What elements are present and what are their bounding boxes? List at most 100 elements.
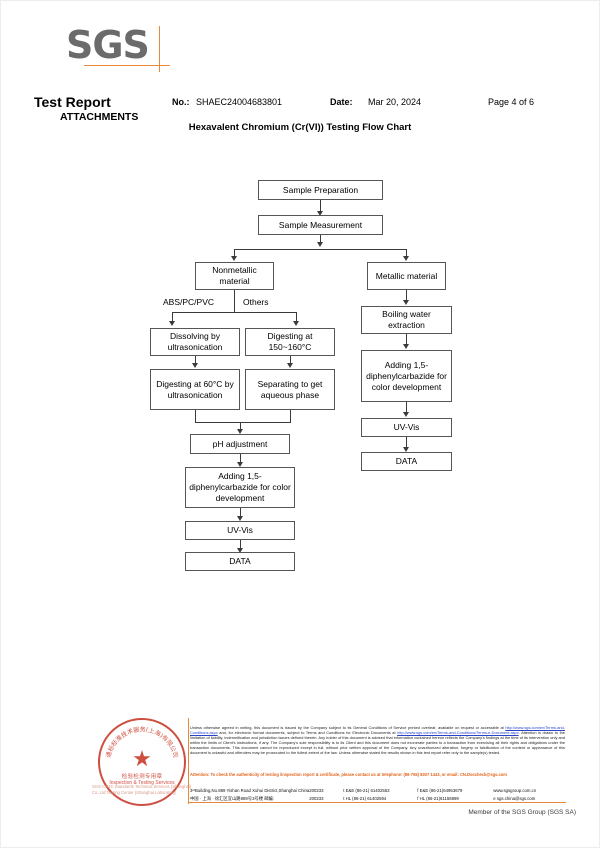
disclaimer-part-3: . Attention is drawn to the limitation o…: [190, 729, 565, 755]
logo-vertical-rule: [159, 26, 160, 72]
arrow-to-nonmetallic: [231, 256, 237, 261]
stamp-star-icon: ★: [132, 746, 152, 771]
arrow-uvvis-left-down: [237, 548, 243, 553]
footer-vertical-rule: [188, 718, 189, 804]
node-adding-dpc-left: Adding 1,5-diphenylcarbazide for color d…: [185, 467, 295, 508]
disclaimer-text: Unless otherwise agreed in writing, this…: [190, 725, 565, 755]
postcode-cn-value: 200233: [309, 795, 324, 801]
node-data-right: DATA: [361, 452, 452, 471]
edge-label-others: Others: [243, 297, 269, 307]
stamp-cn-text: 检验检测专用章: [121, 774, 163, 780]
edge-boiling-down: [406, 334, 407, 346]
website: www.sgsgroup.com.cn: [493, 788, 537, 793]
arrow-to-dissolving: [169, 321, 175, 326]
report-date-label: Date:: [330, 97, 353, 107]
address-row-en: 3ʳᵈBuilding,No.889 Yishan Road Xuhui Dis…: [190, 787, 570, 795]
address-cn: 中国 · 上海 · 徐汇区宜山路889号3号楼 邮编:: [190, 795, 309, 803]
node-adding-dpc-right: Adding 1,5-diphenylcarbazide for color d…: [361, 350, 452, 402]
arrow-uvvis-right-down: [403, 447, 409, 452]
address-row-cn: 中国 · 上海 · 徐汇区宜山路889号3号楼 邮编: 200233 t HL …: [190, 795, 570, 803]
e-document-terms-link[interactable]: http://www.sgs.com/en/Terms-and-Conditio…: [397, 729, 519, 735]
edge-dpc-right-down: [406, 402, 407, 414]
split-left-drop: [234, 249, 235, 258]
postcode-en: 200233: [309, 788, 324, 793]
node-data-left: DATA: [185, 552, 295, 571]
edge-uvvis-left-down: [240, 540, 241, 550]
arrow-boiling-down: [403, 344, 409, 349]
edge-label-abs-pc-pvc: ABS/PC/PVC: [163, 297, 215, 307]
node-ph-adjustment: pH adjustment: [190, 434, 290, 454]
edge-nonmetallic-down: [234, 290, 235, 312]
edge-dpc-left-down: [240, 508, 241, 518]
fax-ee: f E&E (86-21)64953679: [417, 788, 463, 793]
arrow-measure-down: [317, 242, 323, 247]
tel-hl: t HL (86-21) 61402594: [343, 795, 387, 801]
report-no-value: SHAEC24004683801: [196, 97, 283, 107]
edge-prep-to-measure: [320, 200, 321, 213]
page-title: Test Report: [34, 94, 111, 110]
split-bar-top: [234, 249, 406, 250]
node-nonmetallic-material: Nonmetallic material: [195, 262, 274, 290]
node-sample-measurement: Sample Measurement: [258, 215, 383, 235]
arrow-to-ph-adjustment: [237, 429, 243, 434]
node-boiling-water-extraction: Boiling water extraction: [361, 306, 452, 334]
node-metallic-material: Metallic material: [367, 262, 446, 290]
edge-ph-down: [240, 454, 241, 464]
edge-metallic-down: [406, 290, 407, 302]
disclaimer-part-1: Unless otherwise agreed in writing, this…: [190, 725, 506, 730]
address-cn-text: 中国 · 上海 · 徐汇区宜山路889号3号楼: [190, 795, 264, 801]
company-seal-stamp: 通标标准技术服务(上海)有限公司 ★ 检验检测专用章 Inspection & …: [98, 718, 186, 806]
arrow-ph-down: [237, 462, 243, 467]
tel-ee: t E&E (86-21) 61402553: [343, 788, 390, 793]
arrow-metallic-down: [403, 300, 409, 305]
node-sample-preparation: Sample Preparation: [258, 180, 383, 200]
stamp-under-text: SGS-CSTC Standards Technical Services (S…: [92, 784, 192, 795]
report-date-value: Mar 20, 2024: [368, 97, 422, 107]
company-address-block: 3ʳᵈBuilding,No.889 Yishan Road Xuhui Dis…: [190, 787, 570, 802]
footer-horizontal-rule: [188, 802, 566, 803]
edge-digest60-merge: [195, 410, 196, 422]
arrow-dpc-left-down: [237, 516, 243, 521]
edge-uvvis-right-down: [406, 437, 407, 449]
postcode-cn-label: 邮编:: [264, 795, 275, 801]
edge-digesting150-down: [290, 356, 291, 365]
fax-hl: f HL (86-21)61156899: [417, 795, 459, 801]
node-separating-aqueous-phase: Separating to get aqueous phase: [245, 369, 335, 410]
merge-bar-ph: [195, 422, 291, 423]
stamp-arc-text: 通标标准技术服务(上海)有限公司: [104, 725, 179, 758]
attention-notice: Attention: To check the authenticity of …: [190, 772, 507, 777]
terms-conditions-link[interactable]: http://www.sgs.com/en/Terms-and-Conditio…: [190, 725, 565, 735]
split-right-drop: [406, 249, 407, 258]
arrow-to-metallic: [403, 256, 409, 261]
edge-others-drop: [296, 312, 297, 323]
flow-chart-title: Hexavalent Chromium (Cr(VI)) Testing Flo…: [188, 122, 412, 133]
arrow-to-digesting-150: [293, 321, 299, 326]
arrow-dissolving-down: [192, 363, 198, 368]
email-address: e sgs.china@sgs.com: [493, 795, 536, 801]
sgs-logo-text: SGS: [66, 23, 150, 67]
node-digesting-60-ultrasonication: Digesting at 60°C by ultrasonication: [150, 369, 240, 410]
node-digesting-150-160: Digesting at 150~160°C: [245, 328, 335, 356]
address-en: 3ʳᵈBuilding,No.889 Yishan Road Xuhui Dis…: [190, 788, 310, 793]
page-number: Page 4 of 6: [488, 97, 535, 107]
edge-measure-down: [320, 235, 321, 244]
node-uvvis-left: UV-Vis: [185, 521, 295, 540]
edge-merge-to-ph: [240, 422, 241, 431]
split-bar-nonmetallic: [172, 312, 296, 313]
edge-abs-drop: [172, 312, 173, 323]
stamp-en-text: Inspection & Testing Services: [109, 780, 175, 786]
arrow-dpc-right-down: [403, 412, 409, 417]
sgs-logo: SGS: [66, 22, 170, 72]
edge-dissolving-down: [195, 356, 196, 365]
report-no-label: No.:: [172, 97, 190, 107]
node-uvvis-right: UV-Vis: [361, 418, 452, 437]
arrow-digesting150-down: [287, 363, 293, 368]
node-dissolving-by-ultrasonication: Dissolving by ultrasonication: [150, 328, 240, 356]
attachments-label: ATTACHMENTS: [60, 111, 139, 123]
edge-separating-merge: [290, 410, 291, 422]
arrow-prep-to-measure: [317, 211, 323, 216]
member-of-sgs-group: Member of the SGS Group (SGS SA): [468, 809, 576, 816]
logo-horizontal-rule: [84, 65, 170, 66]
